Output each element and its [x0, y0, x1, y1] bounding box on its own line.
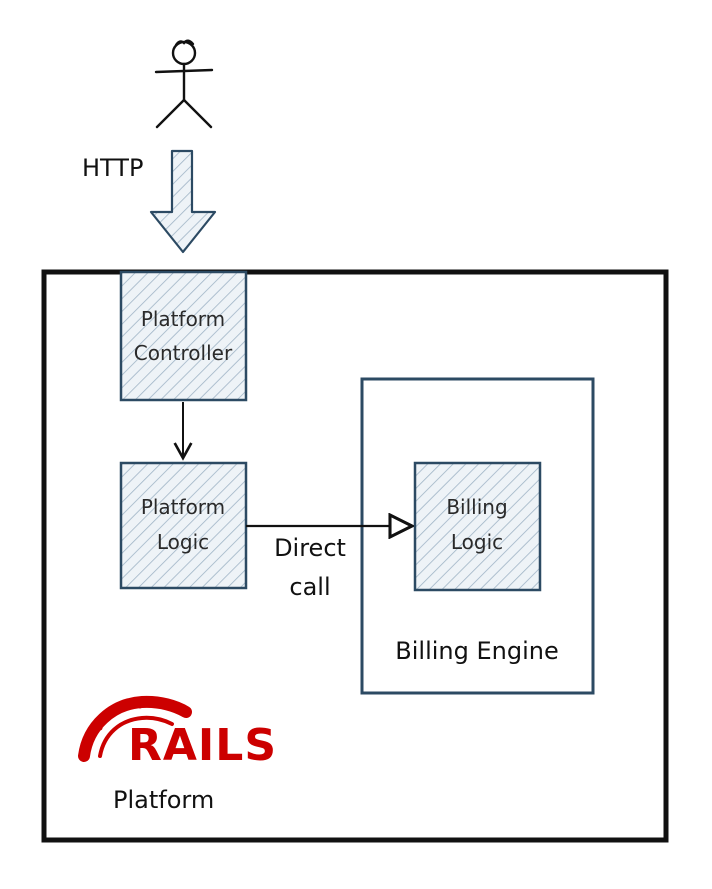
platform-boundary — [41, 269, 669, 843]
http-label: HTTP — [82, 154, 143, 182]
billing-logic-label-line2: Logic — [451, 530, 503, 554]
billing-engine-label: Billing Engine — [395, 637, 558, 665]
platform-logic-label-line1: Platform — [141, 495, 225, 519]
billing-logic-box[interactable]: Billing Logic — [413, 461, 542, 592]
direct-call-label-line2: call — [289, 573, 330, 601]
rails-logo-text: RAILS — [128, 720, 277, 771]
direct-call-label-line1: Direct — [274, 534, 346, 562]
http-arrow — [149, 149, 217, 254]
stick-figure-user-icon — [154, 39, 214, 129]
platform-controller-label-line1: Platform — [141, 307, 225, 331]
platform-label: Platform — [113, 786, 214, 814]
platform-logic-label-line2: Logic — [157, 530, 209, 554]
platform-controller-label-line2: Controller — [134, 341, 233, 365]
rails-logo-icon: RAILS — [78, 695, 277, 771]
platform-controller-box[interactable]: Platform Controller — [119, 270, 248, 402]
platform-logic-box[interactable]: Platform Logic — [119, 461, 248, 590]
billing-logic-label-line1: Billing — [446, 495, 507, 519]
